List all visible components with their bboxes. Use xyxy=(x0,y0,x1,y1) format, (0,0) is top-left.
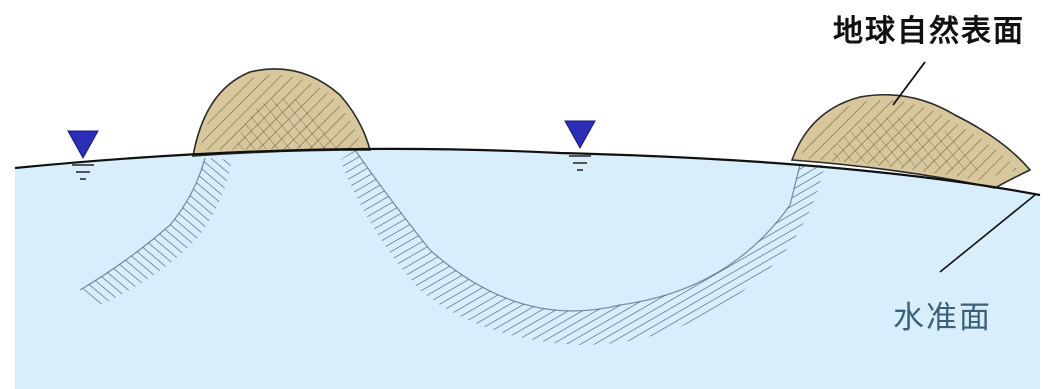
geoid-label: 水准面 xyxy=(893,292,992,337)
water-body xyxy=(15,149,1040,389)
natural-surface-label: 地球自然表面 xyxy=(833,6,1025,50)
land-mountain-left xyxy=(193,69,370,156)
